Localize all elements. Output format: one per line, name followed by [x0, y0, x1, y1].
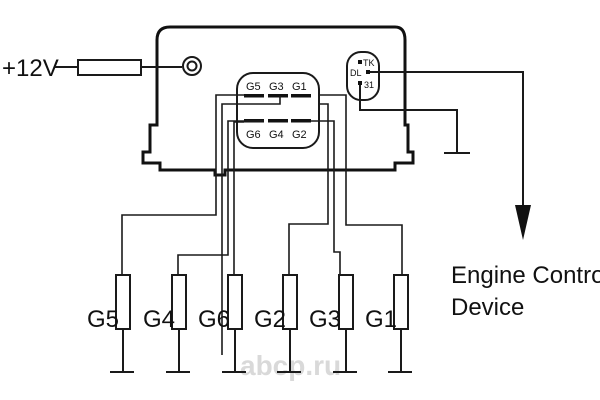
glow-plug-g6	[222, 274, 246, 373]
pin-bar	[291, 94, 311, 98]
pin-label-bottom: G4	[269, 129, 284, 141]
glow-plug-g1	[388, 274, 412, 373]
wire-g2	[288, 103, 329, 275]
supply-voltage-label: +12V	[2, 55, 59, 82]
diagnostic-connector	[346, 51, 380, 101]
diag-pin-dl: DL	[350, 68, 362, 78]
connector-pins	[244, 94, 311, 123]
diag-pin-tk: TK	[363, 58, 375, 68]
ecu-label-line1: Engine Control	[451, 262, 600, 289]
glow-plug-g3	[333, 274, 357, 373]
glow-plug-g4	[166, 274, 190, 373]
power-terminal-outer	[182, 56, 202, 76]
pin-bar	[244, 94, 264, 98]
pin-dot	[358, 81, 362, 85]
glow-plug-g5	[110, 274, 134, 373]
pin-bar	[268, 94, 288, 98]
glow-plug-label: G3	[309, 306, 341, 333]
signal-wire-to-ecu	[370, 71, 524, 215]
arrow-down-icon	[515, 205, 531, 240]
power-terminal-inner	[186, 60, 198, 72]
pin-label-top: G1	[292, 81, 307, 93]
glow-plug-g2	[277, 274, 301, 373]
wire-g4	[177, 120, 264, 275]
pin-dot	[358, 60, 362, 64]
wire-g1	[319, 94, 403, 275]
ground-wire	[359, 85, 458, 153]
glow-plug-label: G2	[254, 306, 286, 333]
diag-pin-31: 31	[364, 80, 374, 90]
ecu-label-line2: Device	[451, 294, 524, 321]
fuse	[77, 59, 142, 76]
pin-label-top: G3	[269, 81, 284, 93]
pin-bar	[291, 119, 311, 123]
glow-plug-label: G6	[198, 306, 230, 333]
pin-dot	[366, 70, 370, 74]
pin-bar	[268, 119, 288, 123]
glow-plug-label: G1	[365, 306, 397, 333]
control-unit-housing	[141, 25, 415, 177]
wire-g3	[311, 120, 341, 275]
wire-g5	[121, 94, 244, 275]
pin-label-bottom: G2	[292, 129, 307, 141]
glow-plug-label: G4	[143, 306, 175, 333]
pin-label-top: G5	[246, 81, 261, 93]
glow-connector	[236, 72, 320, 149]
wire-g6	[233, 121, 244, 275]
glow-plug-label: G5	[87, 306, 119, 333]
wire-internal	[221, 96, 281, 355]
pin-label-bottom: G6	[246, 129, 261, 141]
